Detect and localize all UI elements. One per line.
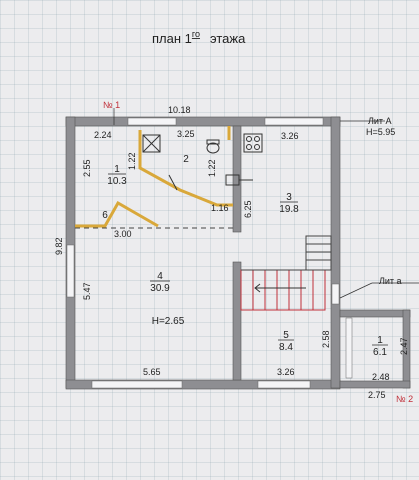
window-bottom-2 bbox=[257, 380, 311, 389]
room-1: 1 10.3 bbox=[107, 164, 127, 187]
svg-text:2: 2 bbox=[183, 154, 189, 165]
room-3: 3 19.8 bbox=[279, 192, 299, 215]
svg-text:5: 5 bbox=[283, 330, 289, 341]
interior-wall bbox=[232, 125, 242, 381]
outer-walls bbox=[65, 116, 341, 390]
dim-top-right: 3.26 bbox=[281, 131, 299, 141]
svg-text:30.9: 30.9 bbox=[150, 283, 170, 294]
dim-top-total: 10.18 bbox=[168, 105, 191, 115]
windows bbox=[66, 117, 340, 389]
dim-inner-300: 3.00 bbox=[114, 229, 132, 239]
dim-bottom-right: 3.26 bbox=[277, 367, 295, 377]
lit-annex-label: Лит а bbox=[379, 276, 402, 286]
dim-inner-258: 2.58 bbox=[321, 330, 331, 348]
ceiling-height: H=2.65 bbox=[152, 316, 185, 327]
partition-room1 bbox=[138, 130, 233, 207]
wall-right bbox=[330, 116, 341, 389]
dim-left-upper: 2.55 bbox=[82, 159, 92, 177]
svg-text:1: 1 bbox=[114, 164, 120, 175]
door-mark-room1 bbox=[168, 174, 178, 191]
toilet-icon bbox=[206, 139, 220, 154]
marker-n2: № 2 bbox=[396, 394, 413, 404]
marker-n1: № 1 bbox=[103, 100, 120, 110]
dim-top-left: 2.24 bbox=[94, 130, 112, 140]
stair-upper-flight bbox=[241, 235, 332, 271]
svg-text:3: 3 bbox=[286, 192, 292, 203]
dimensions: 10.18 2.24 3.25 3.26 2.55 9.82 5.47 5.65… bbox=[54, 105, 409, 400]
stove-icon bbox=[142, 134, 161, 153]
room-4: 4 30.9 H=2.65 bbox=[150, 271, 185, 327]
window-top-1 bbox=[127, 117, 177, 126]
room-5: 5 8.4 bbox=[278, 330, 294, 353]
dim-inner-625: 6.25 bbox=[243, 200, 253, 218]
svg-text:6: 6 bbox=[102, 210, 108, 221]
dim-left-total: 9.82 bbox=[54, 237, 64, 255]
sink-icon bbox=[225, 174, 253, 186]
annex-walls bbox=[339, 309, 411, 389]
room-6: 6 bbox=[102, 210, 108, 221]
dim-left-lower: 5.47 bbox=[82, 282, 92, 300]
svg-text:1: 1 bbox=[377, 335, 383, 346]
dim-inner-122b: 1.22 bbox=[207, 159, 217, 177]
annex-wall-bottom bbox=[339, 380, 411, 389]
dim-bottom-left: 5.65 bbox=[143, 367, 161, 377]
dim-inner-122a: 1.22 bbox=[127, 152, 137, 170]
svg-text:4: 4 bbox=[157, 271, 163, 282]
dim-annex-w-outer: 2.75 bbox=[368, 390, 386, 400]
door-annex bbox=[331, 283, 340, 305]
window-bottom-1 bbox=[91, 380, 183, 389]
dim-annex-w-inner: 2.48 bbox=[372, 372, 390, 382]
partition-room6 bbox=[75, 200, 159, 228]
leader-lines bbox=[113, 108, 419, 299]
interior-wall-upper bbox=[232, 125, 242, 233]
partitions bbox=[75, 126, 233, 228]
svg-text:19.8: 19.8 bbox=[279, 204, 299, 215]
dim-inner-116: 1.16 bbox=[211, 203, 229, 213]
lit-a-height: H=5.95 bbox=[366, 127, 395, 137]
staircase-icon bbox=[240, 269, 326, 311]
svg-text:6.1: 6.1 bbox=[373, 347, 387, 358]
window-left bbox=[66, 244, 75, 298]
svg-text:10.3: 10.3 bbox=[107, 176, 127, 187]
annex-window bbox=[345, 317, 353, 379]
room-annex-1: 1 6.1 bbox=[372, 335, 388, 358]
dim-top-mid: 3.25 bbox=[177, 129, 195, 139]
annex-wall-top bbox=[339, 309, 411, 318]
cooktop-icon bbox=[243, 133, 263, 153]
window-top-2 bbox=[264, 117, 324, 126]
room-2: 2 bbox=[183, 154, 189, 165]
dim-annex-h: 2.47 bbox=[399, 337, 409, 355]
lit-a-label: Лит А bbox=[368, 116, 392, 126]
interior-wall-lower bbox=[232, 261, 242, 381]
svg-text:8.4: 8.4 bbox=[279, 342, 293, 353]
